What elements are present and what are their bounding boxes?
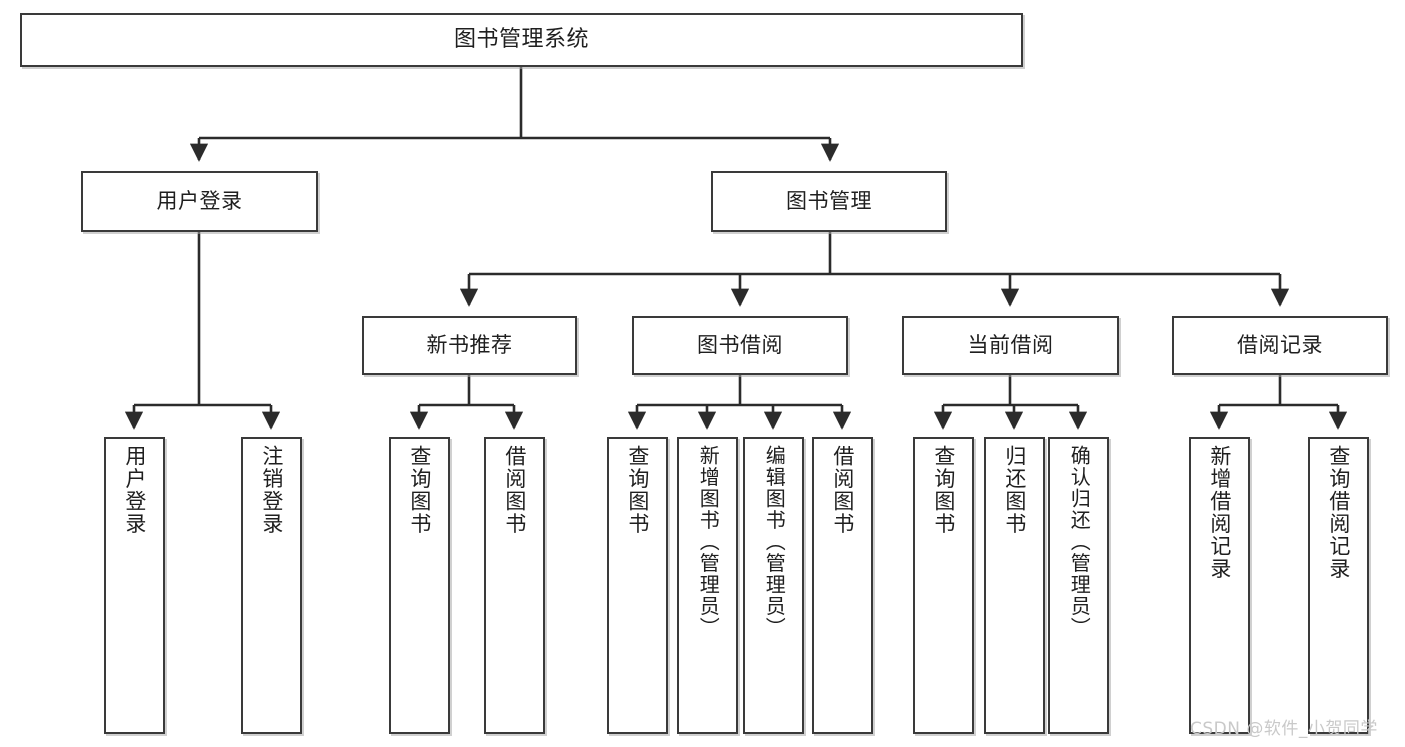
node-borrow-record[interactable]: 借阅记录 [1172, 316, 1388, 375]
node-leaf-query-book-1[interactable]: 查询图书 [389, 437, 450, 734]
node-leaf-user-login-label: 用户登录 [122, 445, 147, 535]
node-leaf-add-book-label: 新增图书（管理员） [696, 445, 721, 639]
node-leaf-borrow-book-2-label: 借阅图书 [830, 445, 855, 535]
node-new-book-recommend[interactable]: 新书推荐 [362, 316, 577, 375]
node-leaf-query-book-3[interactable]: 查询图书 [913, 437, 974, 734]
node-leaf-add-record[interactable]: 新增借阅记录 [1189, 437, 1250, 734]
watermark-text: CSDN @软件_小贺同学 [1190, 719, 1378, 739]
node-leaf-query-book-2[interactable]: 查询图书 [607, 437, 668, 734]
node-book-manage-label: 图书管理 [786, 188, 872, 213]
node-leaf-return-book[interactable]: 归还图书 [984, 437, 1045, 734]
node-book-borrow[interactable]: 图书借阅 [632, 316, 848, 375]
node-root-label: 图书管理系统 [453, 26, 589, 52]
node-leaf-add-book[interactable]: 新增图书（管理员） [677, 437, 738, 734]
node-leaf-edit-book[interactable]: 编辑图书（管理员） [743, 437, 804, 734]
node-root[interactable]: 图书管理系统 [20, 13, 1023, 67]
node-leaf-borrow-book-1[interactable]: 借阅图书 [484, 437, 545, 734]
node-leaf-edit-book-label: 编辑图书（管理员） [762, 445, 787, 639]
node-current-borrow-label: 当前借阅 [967, 332, 1054, 357]
node-leaf-query-record[interactable]: 查询借阅记录 [1308, 437, 1369, 734]
node-leaf-borrow-book-2[interactable]: 借阅图书 [812, 437, 873, 734]
node-leaf-confirm-return[interactable]: 确认归还（管理员） [1048, 437, 1109, 734]
node-book-manage[interactable]: 图书管理 [711, 171, 947, 232]
node-new-book-recommend-label: 新书推荐 [426, 332, 513, 357]
node-leaf-return-book-label: 归还图书 [1002, 445, 1027, 535]
node-leaf-query-book-1-label: 查询图书 [407, 445, 432, 535]
node-leaf-query-book-3-label: 查询图书 [931, 445, 956, 535]
node-leaf-user-logout[interactable]: 注销登录 [241, 437, 302, 734]
node-borrow-record-label: 借阅记录 [1237, 332, 1323, 357]
node-leaf-borrow-book-1-label: 借阅图书 [502, 445, 527, 535]
node-book-borrow-label: 图书借阅 [697, 332, 783, 357]
node-user-login[interactable]: 用户登录 [81, 171, 318, 232]
node-current-borrow[interactable]: 当前借阅 [902, 316, 1119, 375]
node-leaf-user-logout-label: 注销登录 [259, 445, 284, 535]
node-leaf-query-book-2-label: 查询图书 [625, 445, 650, 535]
node-leaf-query-record-label: 查询借阅记录 [1326, 445, 1351, 580]
node-leaf-user-login[interactable]: 用户登录 [104, 437, 165, 734]
node-user-login-label: 用户登录 [156, 188, 243, 213]
node-leaf-confirm-return-label: 确认归还（管理员） [1067, 445, 1092, 639]
node-leaf-add-record-label: 新增借阅记录 [1207, 445, 1232, 580]
